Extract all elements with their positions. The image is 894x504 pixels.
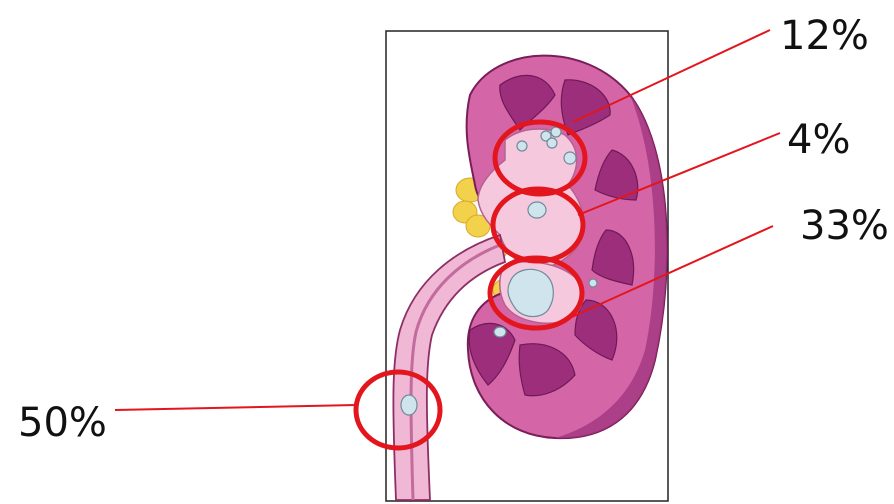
callout-line-ureter: [115, 405, 356, 410]
label-calyx-upper-percent: 4%: [787, 120, 850, 160]
label-pelvis-percent: 33%: [800, 206, 889, 246]
label-ureter-percent: 50%: [18, 403, 107, 443]
label-calyx-top-percent: 12%: [780, 16, 869, 56]
